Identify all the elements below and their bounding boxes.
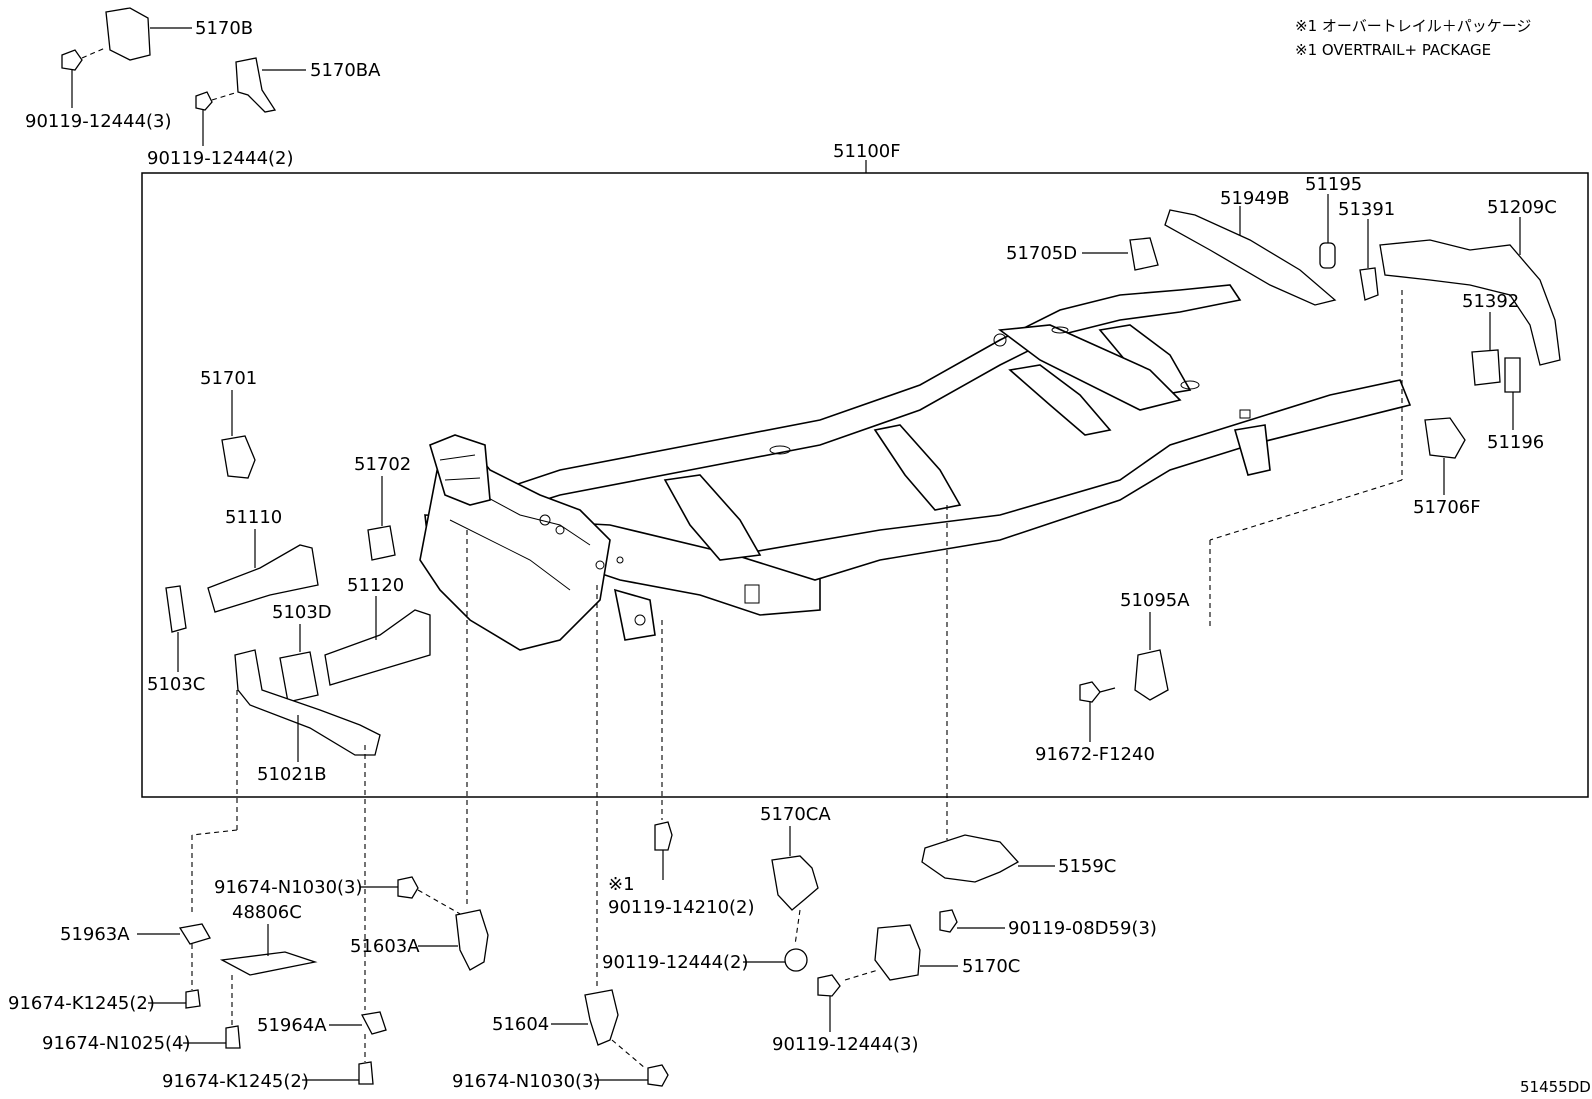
bolt-91672-f1240 <box>1079 681 1101 703</box>
bolt-91674-k1245-b <box>358 1061 374 1085</box>
note-japanese: ※1 オーバートレイル＋パッケージ <box>1295 17 1531 35</box>
label-90119-12444-3-top: 90119-12444(3) <box>25 111 172 132</box>
bolt-91674-n1030-b <box>647 1064 669 1087</box>
part-51949b <box>1164 209 1337 306</box>
part-51391 <box>1359 267 1379 301</box>
bolt-90119-12444-a <box>61 49 83 71</box>
assembly-box <box>141 172 1589 798</box>
part-5103c <box>165 585 187 633</box>
nut-90119-12444-mid <box>784 948 808 972</box>
part-51702 <box>367 525 396 561</box>
label-51949b: 51949B <box>1220 188 1290 209</box>
label-51701: 51701 <box>200 368 257 389</box>
label-91674-n1030-top: 91674-N1030(3) <box>214 877 363 898</box>
part-51603a <box>455 909 489 971</box>
bolt-91674-n1030-a <box>397 876 419 899</box>
ladder-frame <box>419 284 1412 651</box>
label-51702: 51702 <box>354 454 411 475</box>
part-51095a <box>1134 649 1169 701</box>
label-91672-f1240: 91672-F1240 <box>1035 744 1155 765</box>
label-90119-12444-3-bot: 90119-12444(3) <box>772 1034 919 1055</box>
label-5159c: 5159C <box>1058 856 1116 877</box>
label-51095a: 51095A <box>1120 590 1190 611</box>
label-90119-12444-2-mid: 90119-12444(2) <box>602 952 749 973</box>
label-51120: 51120 <box>347 575 404 596</box>
part-51964a <box>361 1011 387 1035</box>
mark-1: ※1 <box>608 874 635 895</box>
part-51701 <box>221 435 256 479</box>
bolt-90119-12444-b <box>195 91 213 111</box>
bolt-91674-n1025 <box>225 1025 241 1049</box>
part-51110 <box>207 544 319 613</box>
part-5159c <box>921 834 1020 883</box>
bolt-90119-12444-c <box>817 974 841 997</box>
label-51706f: 51706F <box>1413 497 1481 518</box>
diagram-code: 51455DD <box>1520 1078 1591 1096</box>
part-51196 <box>1504 357 1521 393</box>
note-english: ※1 OVERTRAIL+ PACKAGE <box>1295 41 1491 59</box>
bolt-90119-08d59 <box>939 909 958 933</box>
bolt-90119-14210 <box>654 821 673 851</box>
part-5170c <box>874 924 921 981</box>
label-5170ca: 5170CA <box>760 804 831 825</box>
part-51392 <box>1471 349 1501 386</box>
part-51209c <box>1379 239 1561 366</box>
part-48806c <box>219 951 318 976</box>
label-5170ba: 5170BA <box>310 60 381 81</box>
label-91674-k1245-top: 91674-K1245(2) <box>8 993 155 1014</box>
label-51196: 51196 <box>1487 432 1544 453</box>
part-51604 <box>584 989 619 1046</box>
part-51705d <box>1129 237 1159 271</box>
part-51021b <box>234 649 381 756</box>
label-51705d: 51705D <box>1006 243 1077 264</box>
label-48806c: 48806C <box>232 902 302 923</box>
label-90119-12444-2-top: 90119-12444(2) <box>147 148 294 169</box>
part-51706f <box>1424 417 1466 459</box>
label-51603a: 51603A <box>350 936 420 957</box>
label-51209c: 51209C <box>1487 197 1557 218</box>
label-51021b: 51021B <box>257 764 327 785</box>
part-51195 <box>1319 242 1336 269</box>
assembly-label: 51100F <box>833 141 901 162</box>
part-5170ba <box>235 57 277 113</box>
part-5103d <box>279 651 319 703</box>
part-51120 <box>324 609 431 686</box>
label-91674-k1245-bot: 91674-K1245(2) <box>162 1071 309 1092</box>
label-5103d: 5103D <box>272 602 332 623</box>
part-5170b <box>105 7 151 61</box>
label-5103c: 5103C <box>147 674 205 695</box>
part-51963a <box>178 923 211 945</box>
label-90119-08d59: 90119-08D59(3) <box>1008 918 1157 939</box>
label-90119-14210: 90119-14210(2) <box>608 897 755 918</box>
part-5170ca <box>771 855 819 911</box>
label-51110: 51110 <box>225 507 282 528</box>
label-5170b: 5170B <box>195 18 253 39</box>
label-91674-n1030-bot: 91674-N1030(3) <box>452 1071 601 1092</box>
label-91674-n1025: 91674-N1025(4) <box>42 1033 191 1054</box>
label-51195: 51195 <box>1305 174 1362 195</box>
label-51392: 51392 <box>1462 291 1519 312</box>
label-5170c: 5170C <box>962 956 1020 977</box>
label-51391: 51391 <box>1338 199 1395 220</box>
label-51604: 51604 <box>492 1014 549 1035</box>
bolt-91674-k1245-a <box>185 989 201 1009</box>
label-51964a: 51964A <box>257 1015 327 1036</box>
label-51963a: 51963A <box>60 924 130 945</box>
